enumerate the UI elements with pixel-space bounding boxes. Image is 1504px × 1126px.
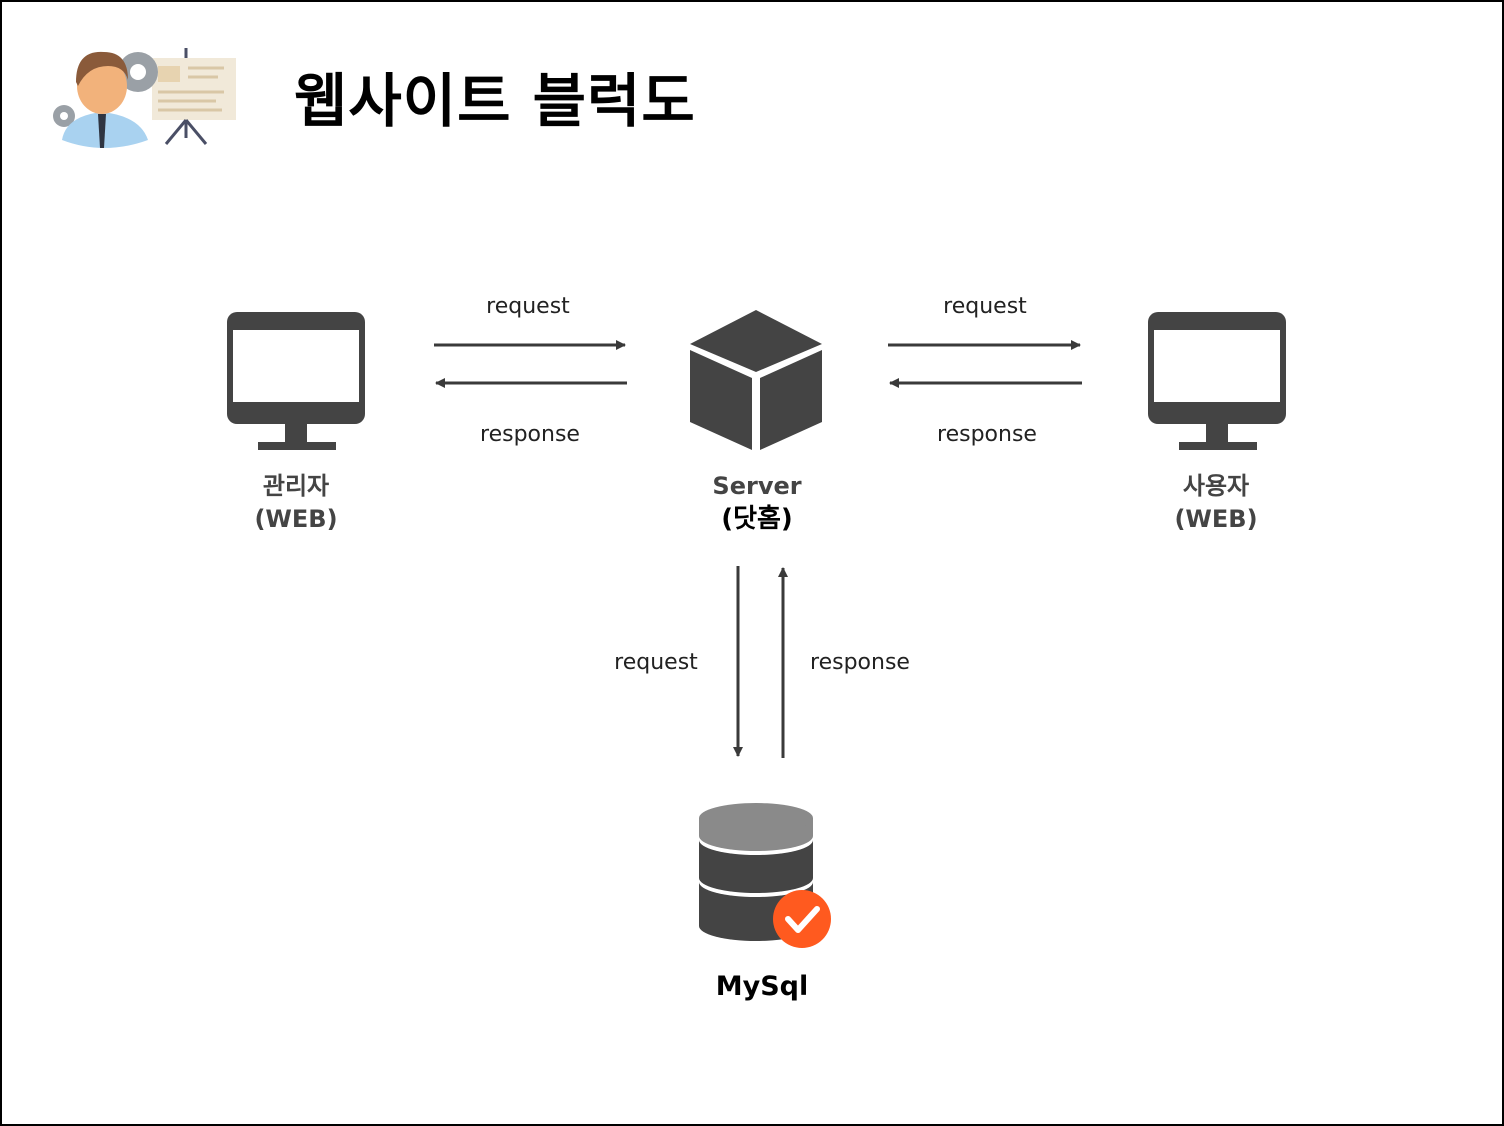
server-label: Server (712, 472, 802, 500)
admin-monitor-icon (227, 312, 365, 450)
user-response-label: response (937, 422, 1037, 447)
user-request-label: request (943, 294, 1027, 319)
admin-request-label: request (486, 294, 570, 319)
database-check-icon (699, 803, 831, 948)
db-label: MySql (715, 971, 809, 1002)
admin-label: 관리자 (262, 472, 330, 500)
presenter-icon (53, 48, 236, 148)
db-response-label: response (810, 650, 910, 675)
admin-node-label: 관리자 (WEB) (254, 470, 337, 536)
page-title: 웹사이트 블럭도 (294, 67, 696, 135)
user-label: 사용자 (1182, 472, 1250, 500)
admin-sub-label: (WEB) (254, 505, 338, 533)
server-node-label: Server (닷홈) (712, 470, 801, 536)
server-sub-label: (닷홈) (721, 504, 793, 534)
admin-response-label: response (480, 422, 580, 447)
db-request-label: request (614, 650, 698, 675)
user-monitor-icon (1148, 312, 1286, 450)
user-node-label: 사용자 (WEB) (1174, 470, 1257, 536)
user-sub-label: (WEB) (1174, 505, 1258, 533)
server-cube-icon (690, 310, 822, 450)
